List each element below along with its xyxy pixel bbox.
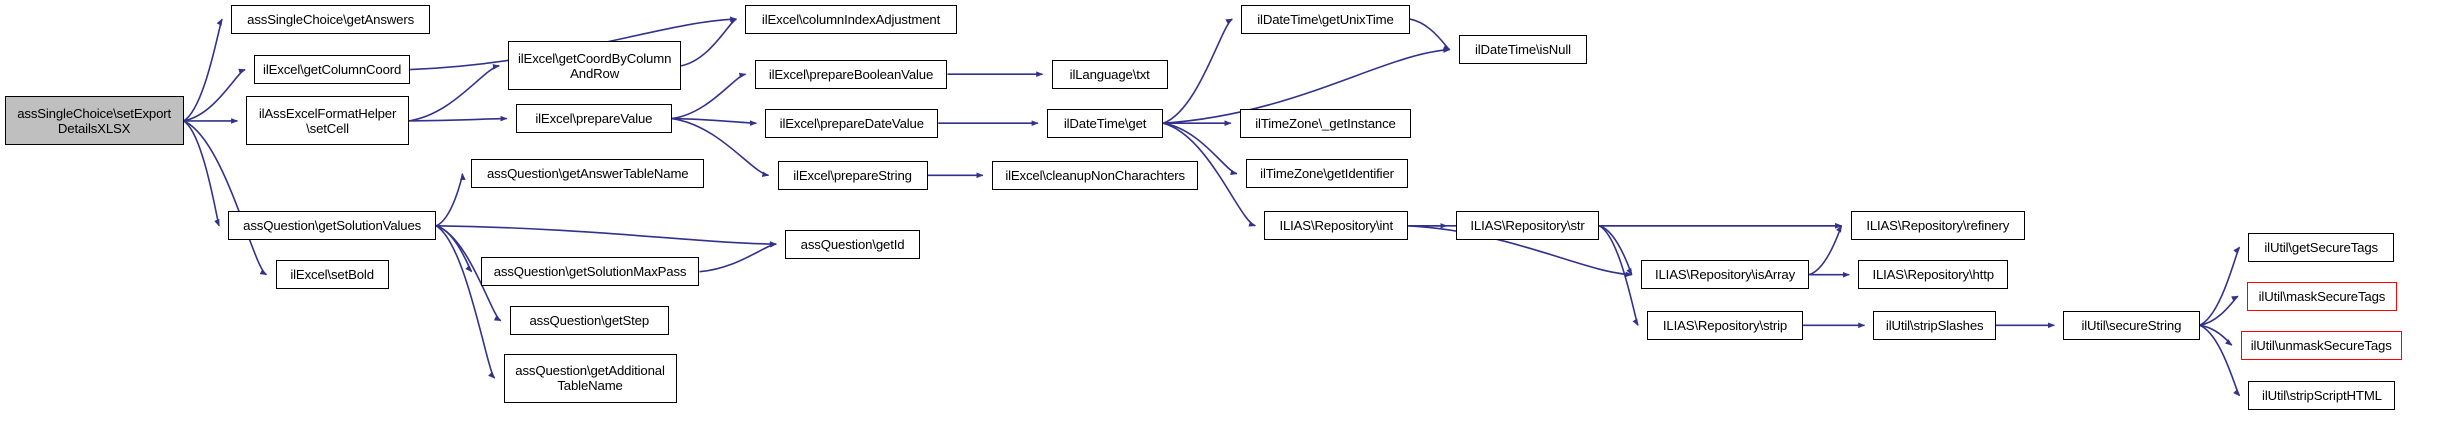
graph-node-n34[interactable]: ilUtil\stripScriptHTML — [2248, 381, 2396, 411]
graph-edge — [408, 115, 508, 122]
graph-edge — [699, 242, 777, 273]
graph-edge — [1599, 225, 1639, 326]
graph-node-n27[interactable]: ILIAS\Repository\refinery — [1850, 211, 2025, 241]
graph-edge — [435, 225, 473, 273]
graph-edge — [671, 117, 757, 126]
graph-edge — [1163, 18, 1233, 124]
graph-node-n21[interactable]: ilTimeZone\_getInstance — [1239, 108, 1412, 138]
graph-node-n24[interactable]: ILIAS\Repository\str — [1455, 211, 1600, 241]
graph-node-n20[interactable]: ilDateTime\isNull — [1458, 35, 1588, 65]
graph-node-n26[interactable]: ILIAS\Repository\strip — [1646, 310, 1804, 340]
graph-node-n6[interactable]: ilExcel\getCoordByColumn AndRow — [508, 41, 682, 91]
graph-edge — [1599, 225, 1633, 276]
graph-edge — [2199, 324, 2241, 397]
graph-edge — [436, 225, 777, 247]
graph-node-n9[interactable]: assQuestion\getSolutionMaxPass — [480, 257, 700, 287]
graph-edge — [2199, 246, 2241, 327]
graph-node-n12[interactable]: ilExcel\columnIndexAdjustment — [745, 4, 957, 34]
graph-edge — [1409, 18, 1451, 51]
graph-node-n2[interactable]: ilExcel\getColumnCoord — [254, 55, 411, 85]
graph-edge — [408, 64, 500, 122]
graph-node-n35[interactable]: assQuestion\getId — [785, 229, 920, 259]
graph-node-n18[interactable]: ilExcel\cleanupNonCharachters — [991, 160, 1199, 190]
graph-node-n31[interactable]: ilUtil\getSecureTags — [2248, 232, 2394, 262]
graph-node-n8[interactable]: assQuestion\getAnswerTableName — [471, 159, 705, 189]
graph-node-n11[interactable]: assQuestion\getAdditional TableName — [503, 353, 677, 403]
graph-node-n3[interactable]: ilAssExcelFormatHelper \setCell — [246, 96, 409, 146]
graph-edge — [435, 173, 466, 227]
graph-edge — [183, 68, 246, 122]
graph-edge — [183, 120, 220, 227]
graph-node-n10[interactable]: assQuestion\getStep — [509, 306, 669, 336]
graph-node-n25[interactable]: ILIAS\Repository\isArray — [1640, 260, 1810, 290]
graph-edge — [680, 18, 738, 67]
graph-node-n15[interactable]: ilExcel\prepareString — [777, 160, 928, 190]
graph-edge — [2199, 295, 2239, 327]
graph-node-n33[interactable]: ilUtil\unmaskSecureTags — [2240, 330, 2402, 360]
graph-node-n17[interactable]: ilDateTime\get — [1046, 108, 1164, 138]
graph-edge — [2199, 324, 2233, 346]
graph-node-n29[interactable]: ilUtil\stripSlashes — [1873, 310, 1996, 340]
graph-node-n28[interactable]: ILIAS\Repository\http — [1858, 260, 2009, 290]
graph-node-n0[interactable]: assSingleChoice\setExport DetailsXLSX — [4, 96, 184, 146]
graph-node-n14[interactable]: ilExcel\prepareDateValue — [765, 108, 939, 138]
graph-node-n23[interactable]: ILIAS\Repository\int — [1264, 211, 1409, 241]
graph-node-n13[interactable]: ilExcel\prepareBooleanValue — [754, 59, 948, 89]
graph-node-n16[interactable]: ilLanguage\txt — [1051, 59, 1168, 89]
graph-node-n4[interactable]: assQuestion\getSolutionValues — [228, 211, 437, 241]
graph-edge — [671, 72, 747, 120]
graph-node-n5[interactable]: ilExcel\setBold — [275, 260, 389, 290]
graph-node-n22[interactable]: ilTimeZone\getIdentifier — [1245, 159, 1409, 189]
graph-edge — [183, 18, 223, 122]
graph-edge — [1808, 225, 1843, 276]
graph-node-n19[interactable]: ilDateTime\getUnixTime — [1241, 4, 1410, 34]
graph-node-n30[interactable]: ilUtil\secureString — [2063, 310, 2200, 340]
graph-node-n7[interactable]: ilExcel\prepareValue — [515, 104, 672, 134]
graph-node-n1[interactable]: assSingleChoice\getAnswers — [231, 4, 431, 34]
graph-node-n32[interactable]: ilUtil\maskSecureTags — [2246, 281, 2397, 311]
graph-edge — [435, 225, 496, 379]
